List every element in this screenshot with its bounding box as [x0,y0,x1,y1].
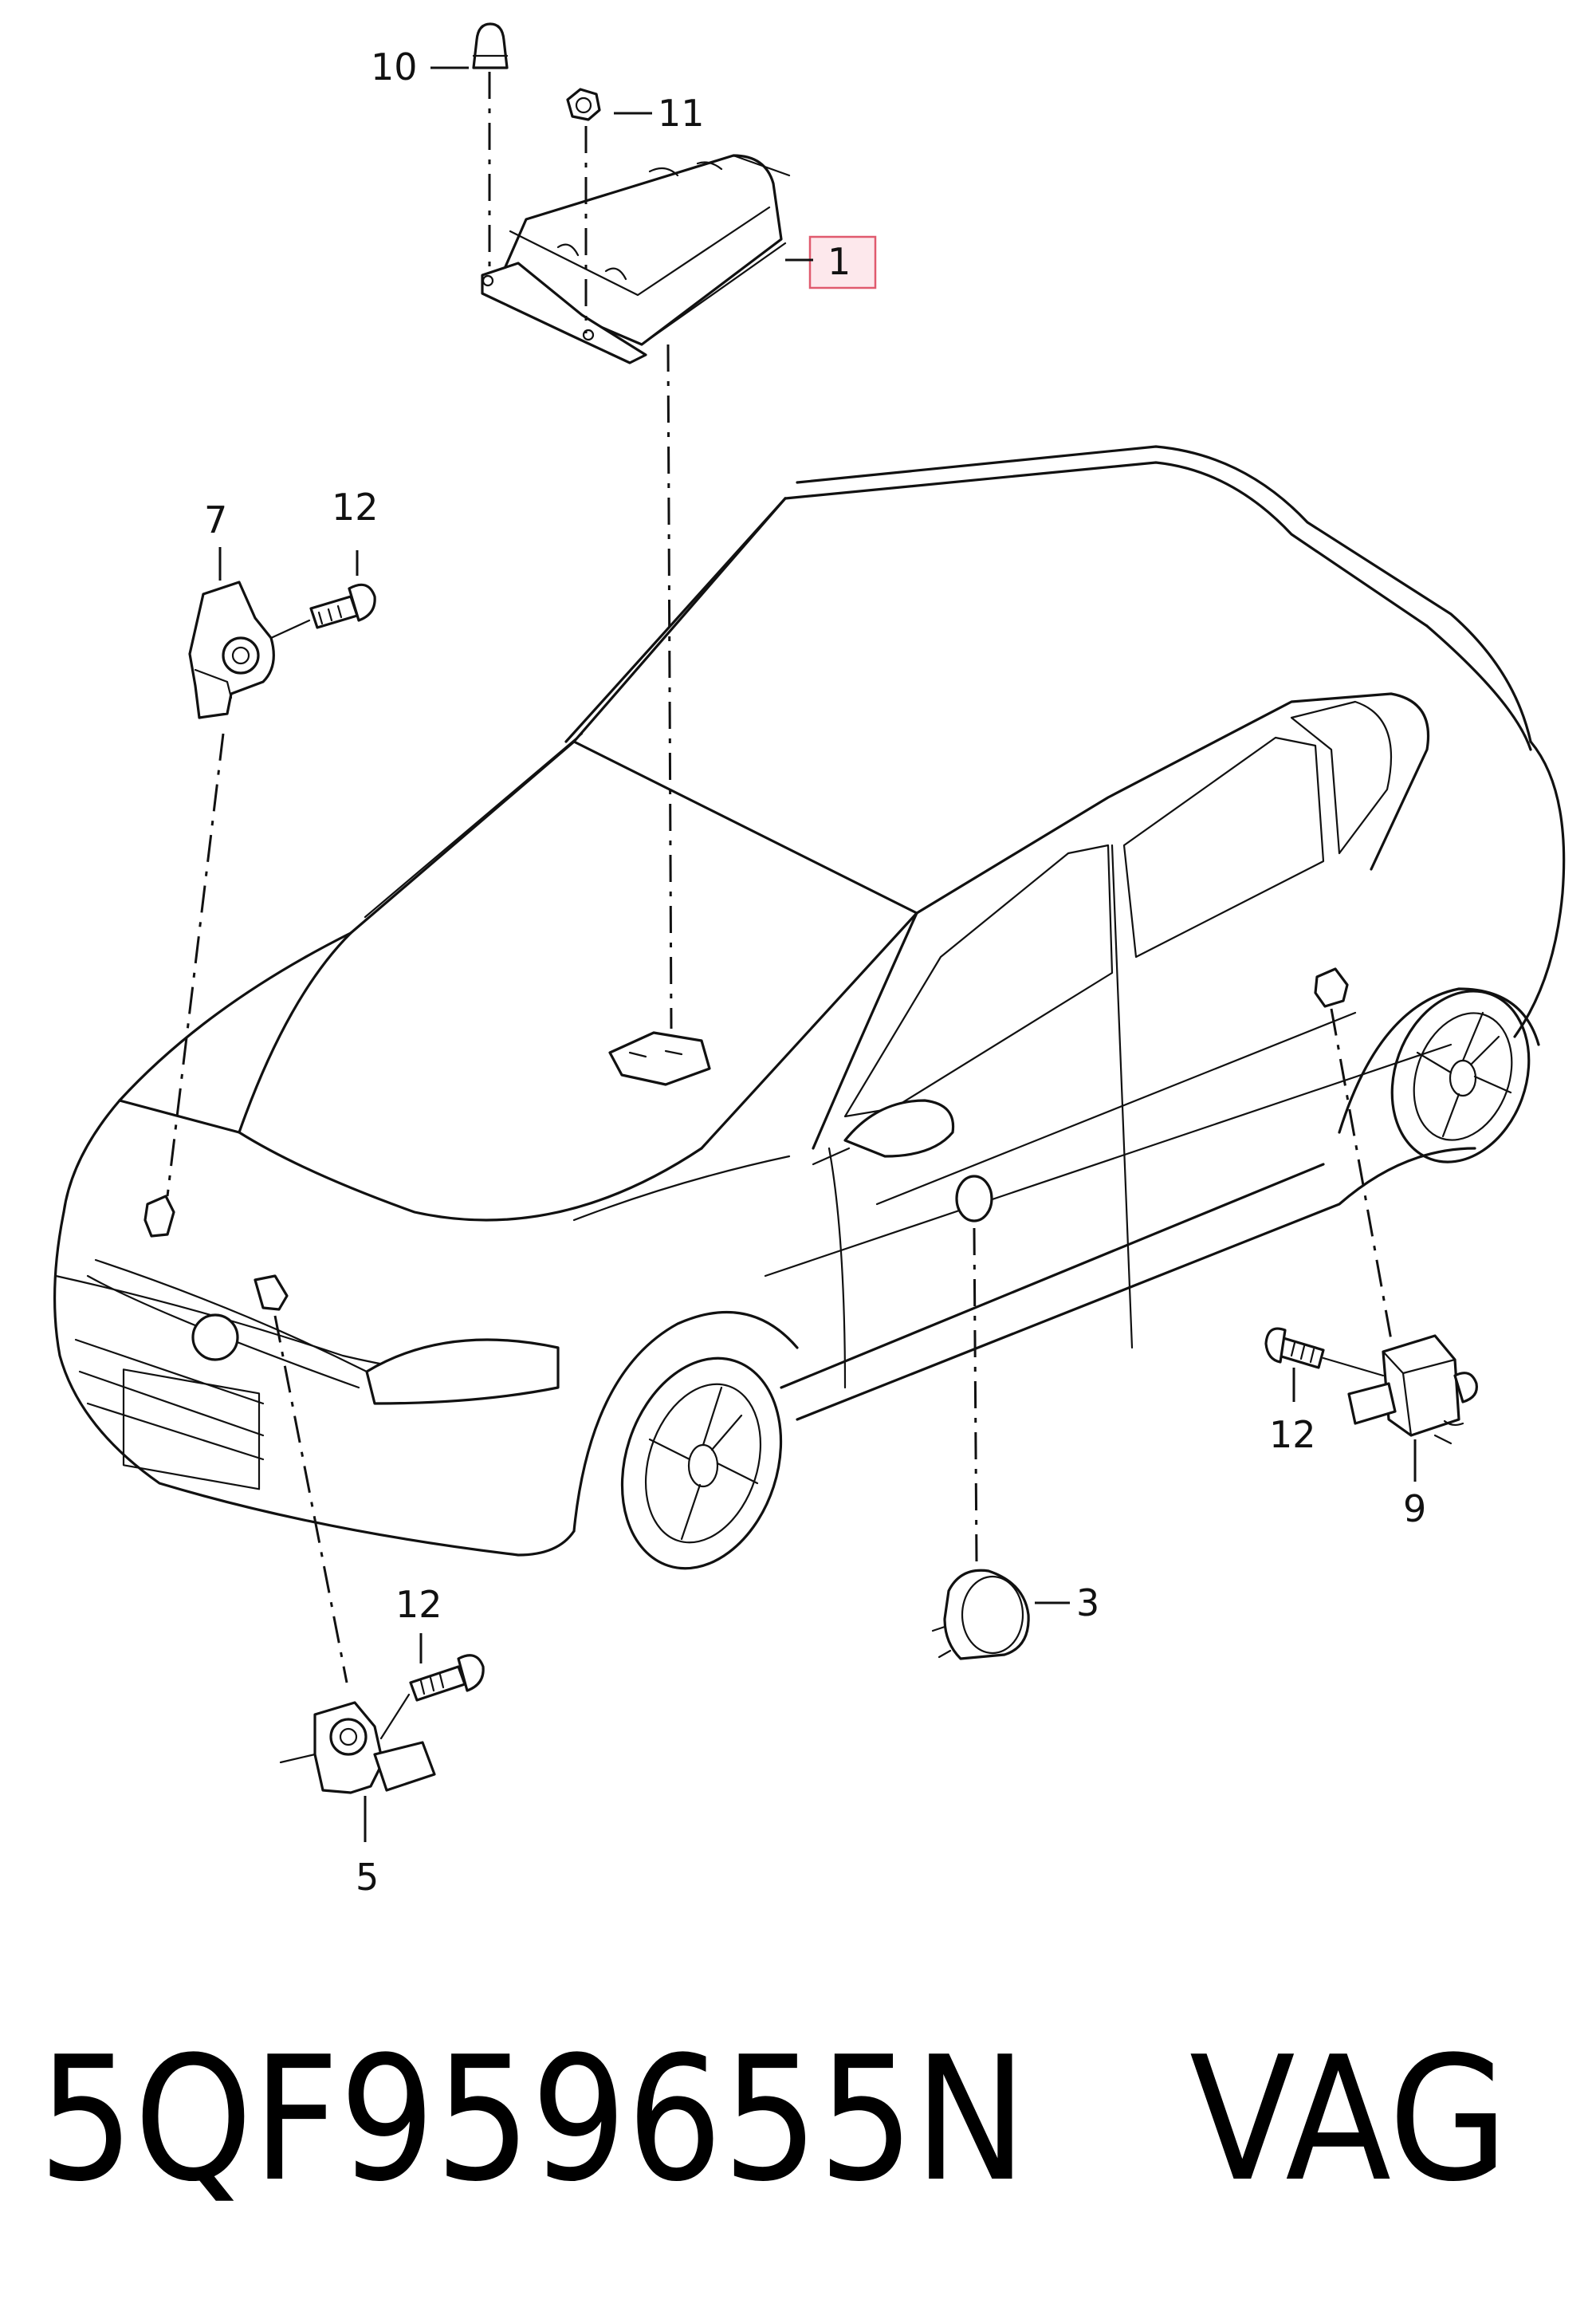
brand-caption: VAG [1189,2019,1508,2219]
part-1-highlight [808,235,877,289]
side-sensor-right [1264,967,1478,1445]
label-part-12-c: 12 [1269,1413,1316,1456]
label-part-12-b: 12 [395,1583,442,1626]
front-sensor-center [254,1274,485,1794]
label-part-12-a: 12 [332,486,379,529]
part-number-caption: 5QF959655N [38,2019,1027,2219]
tunnel-mount-icon [608,1031,711,1086]
door-sensor-cover [931,1175,1030,1660]
label-part-10: 10 [371,45,418,89]
label-part-11: 11 [658,92,705,135]
mount-point-left-icon [143,1195,175,1238]
cap-nut-icon [472,22,509,271]
label-part-3: 3 [1076,1581,1099,1624]
front-sensor-left [188,581,376,719]
label-part-1: 1 [827,240,851,283]
label-part-7: 7 [204,498,227,541]
car-outline [53,445,1566,1570]
label-part-5: 5 [356,1856,379,1899]
hex-nut-icon [566,88,601,333]
airbag-control-unit [481,154,791,364]
label-part-9: 9 [1403,1487,1426,1530]
